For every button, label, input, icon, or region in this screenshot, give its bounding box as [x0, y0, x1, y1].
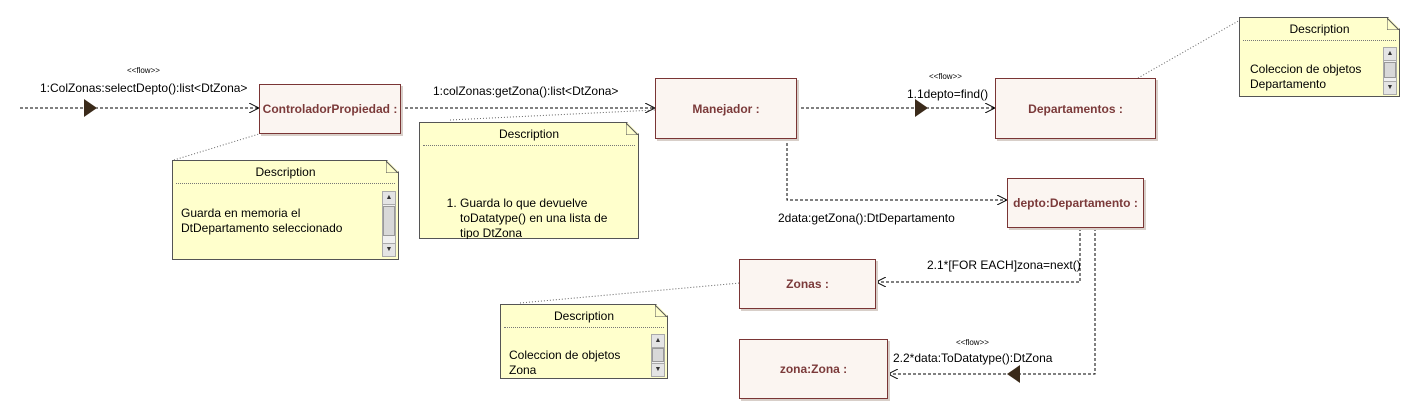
link-depto-zonas: [876, 228, 1081, 282]
note-header: Description: [1289, 22, 1350, 36]
note-header: Description: [255, 165, 316, 179]
scroll-up-icon[interactable]: ▲: [1384, 48, 1396, 61]
scroll-down-icon[interactable]: ▼: [1384, 81, 1396, 94]
message-1-1: 1.1depto=find(): [907, 87, 989, 101]
note-controlador[interactable]: Description Guarda en memoria el DtDepar…: [172, 160, 399, 260]
note-scrollbar[interactable]: ▲ ▼: [382, 191, 396, 257]
flow-arrow-1-1: [915, 99, 928, 117]
note-anchor-controlador: [173, 133, 260, 161]
message-2-2: 2.2*data:ToDatatype():DtZona: [893, 351, 1053, 365]
message-2-1: 2.1*[FOR EACH]zona=next(): [927, 258, 1081, 272]
flow-arrow-2-2: [1007, 365, 1020, 383]
note-divider: [504, 327, 664, 328]
object-label: depto:Departamento :: [1013, 196, 1138, 210]
note-fold-icon: [1387, 18, 1399, 30]
object-controlador-propiedad[interactable]: ControladorPropiedad :: [259, 84, 401, 134]
object-label: ControladorPropiedad :: [262, 102, 398, 116]
flow-arrow-1: [84, 99, 97, 117]
object-manejador[interactable]: Manejador :: [655, 78, 797, 139]
note-list: Guarda lo que devuelve toDatatype() en u…: [430, 181, 620, 256]
note-zonas[interactable]: Description Coleccion de objetos Zona ▲ …: [500, 304, 668, 379]
scroll-down-icon[interactable]: ▼: [652, 363, 664, 376]
note-manejador[interactable]: Description Guarda lo que devuelve toDat…: [419, 122, 639, 239]
note-list-item: Guarda lo que devuelve toDatatype() en u…: [460, 196, 620, 241]
note-fold-icon: [655, 305, 667, 317]
object-depto-departamento[interactable]: depto:Departamento :: [1007, 178, 1144, 228]
flow-stereotype-1: <<flow>>: [127, 66, 160, 75]
message-2: 2data:getZona():DtDepartamento: [778, 211, 955, 225]
scroll-up-icon[interactable]: ▲: [383, 192, 395, 205]
note-header: Description: [553, 309, 615, 323]
note-body: Guarda en memoria el DtDepartamento sele…: [181, 206, 343, 235]
note-departamentos[interactable]: Description Coleccion de objetos Departa…: [1239, 17, 1400, 97]
object-departamentos[interactable]: Departamentos :: [995, 78, 1156, 139]
object-label: Manejador :: [692, 101, 760, 116]
scroll-down-icon[interactable]: ▼: [383, 243, 395, 256]
flow-stereotype-2-2: <<flow>>: [956, 338, 989, 347]
note-anchor-zonas: [519, 282, 741, 304]
note-scrollbar[interactable]: ▲ ▼: [1383, 47, 1397, 95]
scroll-thumb[interactable]: [383, 206, 395, 236]
scroll-up-icon[interactable]: ▲: [652, 335, 664, 348]
flow-stereotype-1-1: <<flow>>: [929, 72, 962, 81]
link-depto-zona: [888, 228, 1096, 374]
note-divider: [176, 183, 395, 184]
link-manejador-depto: [786, 138, 1007, 200]
object-zona[interactable]: zona:Zona :: [739, 339, 888, 399]
scroll-thumb[interactable]: [1384, 62, 1396, 78]
note-fold-icon: [386, 161, 398, 173]
object-label: zona:Zona :: [779, 362, 848, 376]
object-label: Departamentos :: [1028, 101, 1123, 116]
object-zonas[interactable]: Zonas :: [739, 259, 876, 309]
scroll-thumb[interactable]: [652, 348, 664, 362]
note-anchor-departamentos: [1137, 19, 1241, 79]
note-body: Coleccion de objetos Departamento: [1250, 62, 1362, 91]
object-label: Zonas :: [786, 277, 829, 291]
note-anchor-manejador: [449, 109, 656, 121]
message-1: 1:ColZonas:selectDepto():list<DtZona>: [40, 81, 248, 95]
note-header: Description: [498, 127, 560, 141]
note-scrollbar[interactable]: ▲ ▼: [651, 334, 665, 377]
note-fold-icon: [626, 123, 638, 135]
note-body: Guarda lo que devuelve toDatatype() en u…: [430, 166, 620, 271]
note-divider: [1243, 40, 1396, 41]
note-divider: [423, 145, 635, 146]
note-body: Coleccion de objetos Zona: [509, 348, 621, 377]
message-colzonas: 1:colZonas:getZona():list<DtZona>: [433, 84, 619, 98]
